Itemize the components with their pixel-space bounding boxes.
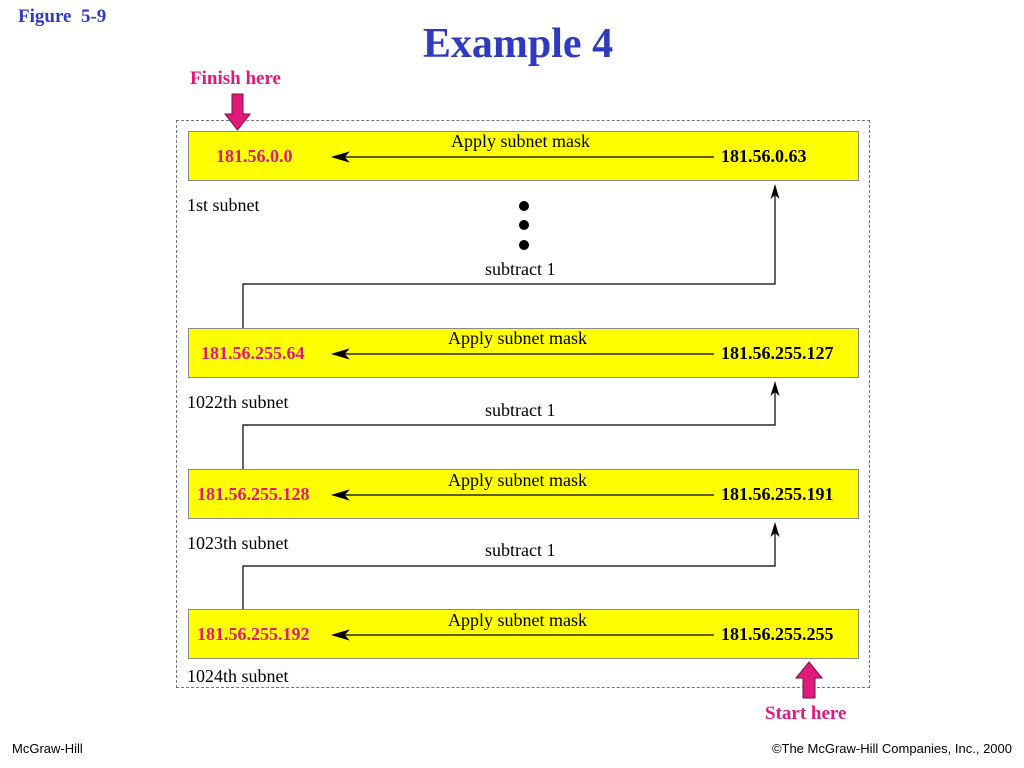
mask-label-1: Apply subnet mask xyxy=(451,131,590,151)
subtract-connector-3 xyxy=(242,532,776,609)
footer-publisher: McGraw-Hill xyxy=(12,741,83,756)
finish-arrow-icon xyxy=(223,93,252,131)
subnet-label-2: 1022th subnet xyxy=(187,392,289,412)
subnet-band-1 xyxy=(188,131,859,181)
subnet-label-4: 1024th subnet xyxy=(187,666,289,686)
subnet-band-3 xyxy=(188,469,859,519)
subtract-connector-2 xyxy=(242,391,776,469)
subnet-label-3: 1023th subnet xyxy=(187,533,289,553)
mask-arrow-1 xyxy=(330,151,714,163)
ellipsis-dot-1 xyxy=(519,201,529,211)
first-address-1: 181.56.0.0 xyxy=(216,146,293,166)
first-address-3: 181.56.255.128 xyxy=(197,484,310,504)
last-address-2: 181.56.255.127 xyxy=(721,343,834,363)
subtract-label-1: subtract 1 xyxy=(485,259,556,279)
subnet-band-2 xyxy=(188,328,859,378)
subtract-arrowhead-3 xyxy=(770,522,780,537)
ellipsis-dot-3 xyxy=(519,240,529,250)
footer-copyright: ©The McGraw-Hill Companies, Inc., 2000 xyxy=(771,741,1012,756)
subnet-band-4 xyxy=(188,609,859,659)
first-address-4: 181.56.255.192 xyxy=(197,624,310,644)
mask-arrow-4 xyxy=(330,629,714,641)
start-arrow-icon xyxy=(794,661,824,699)
last-address-3: 181.56.255.191 xyxy=(721,484,834,504)
subnet-label-1: 1st subnet xyxy=(187,195,260,215)
start-label: Start here xyxy=(765,703,847,724)
last-address-4: 181.56.255.255 xyxy=(721,624,834,644)
subtract-label-3: subtract 1 xyxy=(485,540,556,560)
mask-label-3: Apply subnet mask xyxy=(448,470,587,490)
first-address-2: 181.56.255.64 xyxy=(201,343,305,363)
subtract-connector-1 xyxy=(242,194,776,328)
page-title: Example 4 xyxy=(422,21,614,67)
mask-label-4: Apply subnet mask xyxy=(448,610,587,630)
mask-arrow-3 xyxy=(330,489,714,501)
last-address-1: 181.56.0.63 xyxy=(721,146,807,166)
ellipsis-dot-2 xyxy=(519,220,529,230)
subtract-label-2: subtract 1 xyxy=(485,400,556,420)
diagram-frame xyxy=(176,120,870,688)
mask-label-2: Apply subnet mask xyxy=(448,328,587,348)
subtract-arrowhead-1 xyxy=(770,184,780,199)
mask-arrow-2 xyxy=(330,348,714,360)
figure-label: Figure 5-9 xyxy=(18,6,107,27)
subtract-arrowhead-2 xyxy=(770,381,780,396)
finish-label: Finish here xyxy=(190,68,281,89)
